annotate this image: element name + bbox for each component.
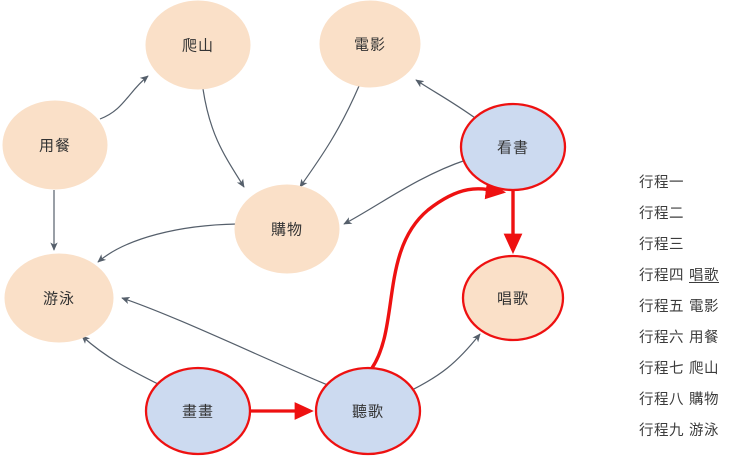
- node-climb-label: 爬山: [182, 37, 214, 55]
- itinerary-item[interactable]: 行程二: [639, 199, 740, 230]
- itinerary-item[interactable]: 行程五電影: [639, 292, 740, 323]
- itinerary-step-label: 行程七: [639, 361, 684, 377]
- edge-read-to-shop: [343, 159, 467, 225]
- edge-meal-to-climb: [99, 75, 149, 120]
- edge-draw-to-swim: [81, 335, 163, 387]
- node-movie-label: 電影: [354, 36, 386, 54]
- itinerary-activity-label: 爬山: [689, 361, 719, 377]
- edge-listen-to-swim: [121, 296, 331, 387]
- node-read-label: 看書: [497, 139, 529, 157]
- node-sing-shape[interactable]: [461, 254, 565, 342]
- node-shop-label: 購物: [271, 221, 303, 239]
- itinerary-item[interactable]: 行程一: [639, 168, 740, 199]
- itinerary-item[interactable]: 行程八購物: [639, 385, 740, 416]
- node-swim[interactable]: 游泳: [4, 253, 114, 343]
- edge-group-default: [50, 75, 481, 392]
- node-movie[interactable]: 電影: [319, 0, 421, 88]
- node-listen-shape[interactable]: [314, 366, 422, 456]
- node-sing[interactable]: 唱歌: [461, 254, 565, 342]
- node-read[interactable]: 看書: [459, 102, 567, 192]
- node-listen[interactable]: 聽歌: [314, 366, 422, 456]
- node-draw-shape[interactable]: [144, 366, 252, 456]
- itinerary-activity-label: 電影: [689, 299, 719, 315]
- node-listen-label: 聽歌: [352, 403, 384, 421]
- edge-climb-to-shop: [202, 88, 245, 188]
- node-meal-label: 用餐: [39, 137, 71, 155]
- itinerary-step-label: 行程一: [639, 175, 684, 191]
- node-draw-label: 畫畫: [182, 403, 214, 421]
- node-sing-label: 唱歌: [497, 290, 529, 308]
- node-movie-shape[interactable]: [319, 0, 421, 88]
- edge-shop-to-swim: [97, 223, 238, 263]
- node-group: 爬山 電影 用餐 看書 購物 唱歌: [2, 0, 567, 456]
- node-swim-shape[interactable]: [4, 253, 114, 343]
- edge-read-to-movie: [415, 79, 479, 121]
- itinerary-activity-label: 用餐: [689, 330, 719, 346]
- itinerary-item[interactable]: 行程三: [639, 230, 740, 261]
- itinerary-item[interactable]: 行程四唱歌: [639, 261, 740, 292]
- itinerary-step-label: 行程九: [639, 423, 684, 439]
- edge-group-highlight: [250, 180, 523, 420]
- edge-movie-to-shop: [299, 85, 360, 188]
- node-meal-shape[interactable]: [2, 100, 108, 190]
- node-swim-label: 游泳: [43, 290, 75, 308]
- itinerary-step-label: 行程六: [639, 330, 684, 346]
- node-shop-shape[interactable]: [234, 184, 340, 274]
- itinerary-step-label: 行程四: [639, 268, 684, 284]
- itinerary-item[interactable]: 行程九游泳: [639, 416, 740, 447]
- itinerary-step-label: 行程五: [639, 299, 684, 315]
- activity-graph: 爬山 電影 用餐 看書 購物 唱歌: [2, 0, 567, 456]
- node-climb-shape[interactable]: [145, 0, 251, 90]
- node-shop[interactable]: 購物: [234, 184, 340, 274]
- node-draw[interactable]: 畫畫: [144, 366, 252, 456]
- itinerary-list: 行程一 行程二 行程三 行程四唱歌 行程五電影 行程六用餐 行程七爬山 行程八購…: [639, 168, 740, 447]
- itinerary-item[interactable]: 行程七爬山: [639, 354, 740, 385]
- node-climb[interactable]: 爬山: [145, 0, 251, 90]
- itinerary-step-label: 行程二: [639, 206, 684, 222]
- itinerary-activity-label: 購物: [689, 392, 719, 408]
- node-meal[interactable]: 用餐: [2, 100, 108, 190]
- itinerary-activity-label: 唱歌: [689, 268, 719, 284]
- edge-listen-to-read: [370, 180, 507, 369]
- itinerary-step-label: 行程八: [639, 392, 684, 408]
- itinerary-item[interactable]: 行程六用餐: [639, 323, 740, 354]
- node-read-shape[interactable]: [459, 102, 567, 192]
- edge-listen-to-sing: [409, 333, 481, 392]
- itinerary-activity-label: 游泳: [689, 423, 719, 439]
- itinerary-step-label: 行程三: [639, 237, 684, 253]
